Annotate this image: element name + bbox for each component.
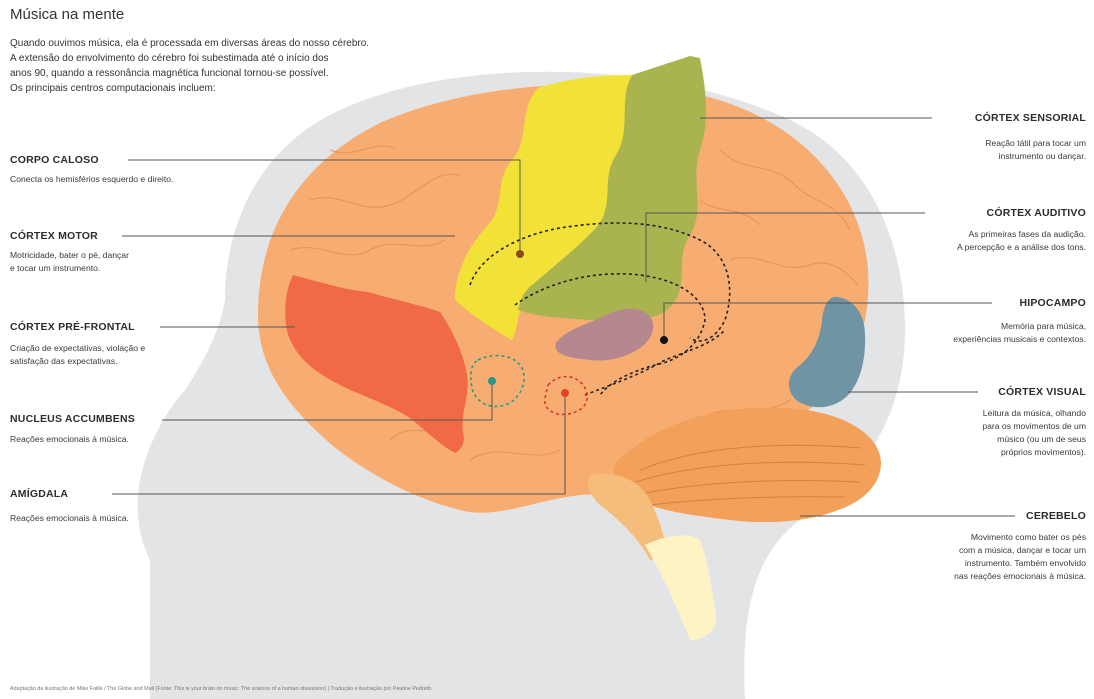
page-title: Música na mente: [10, 6, 124, 23]
desc-cortex-sensorial: Reação tátil para tocar um instrumento o…: [985, 137, 1086, 163]
desc-cortex-auditivo: As primeiras fases da audição. A percepç…: [957, 228, 1086, 254]
desc-amigdala: Reações emocionais à música.: [10, 512, 129, 525]
label-cortex-visual: CÓRTEX VISUAL: [998, 386, 1086, 398]
desc-cortex-visual: Leitura da música, olhando para os movim…: [982, 407, 1086, 459]
corpo-caloso-dot: [516, 250, 524, 258]
desc-cortex-pre-frontal: Criação de expectativas, violação e sati…: [10, 342, 145, 368]
label-cortex-motor: CÓRTEX MOTOR: [10, 230, 98, 242]
label-corpo-caloso: CORPO CALOSO: [10, 154, 99, 166]
label-cortex-auditivo: CÓRTEX AUDITIVO: [987, 207, 1086, 219]
label-cerebelo: CEREBELO: [1026, 510, 1086, 522]
label-hipocampo: HIPOCAMPO: [1019, 297, 1086, 309]
credit-line: Adaptação da ilustração de Mike Faille /…: [10, 686, 433, 692]
label-nucleus-accumbens: NUCLEUS ACCUMBENS: [10, 413, 135, 425]
amygdala-dot: [561, 389, 569, 397]
label-cortex-sensorial: CÓRTEX SENSORIAL: [975, 112, 1086, 124]
hippocampus-dot: [660, 336, 668, 344]
desc-corpo-caloso: Conecta os hemisférios esquerdo e direit…: [10, 173, 173, 186]
nucleus-accumbens-dot: [488, 377, 496, 385]
label-amigdala: AMÍGDALA: [10, 488, 68, 500]
label-cortex-pre-frontal: CÓRTEX PRÉ-FRONTAL: [10, 321, 135, 333]
desc-cerebelo: Movimento como bater os pés com a música…: [954, 531, 1086, 583]
intro-text: Quando ouvimos música, ela é processada …: [10, 36, 480, 96]
desc-hipocampo: Memória para música, experiências musica…: [953, 320, 1086, 346]
desc-nucleus-accumbens: Reações emocionais à música.: [10, 433, 129, 446]
desc-cortex-motor: Motricidade, bater o pé, dançar e tocar …: [10, 249, 129, 275]
